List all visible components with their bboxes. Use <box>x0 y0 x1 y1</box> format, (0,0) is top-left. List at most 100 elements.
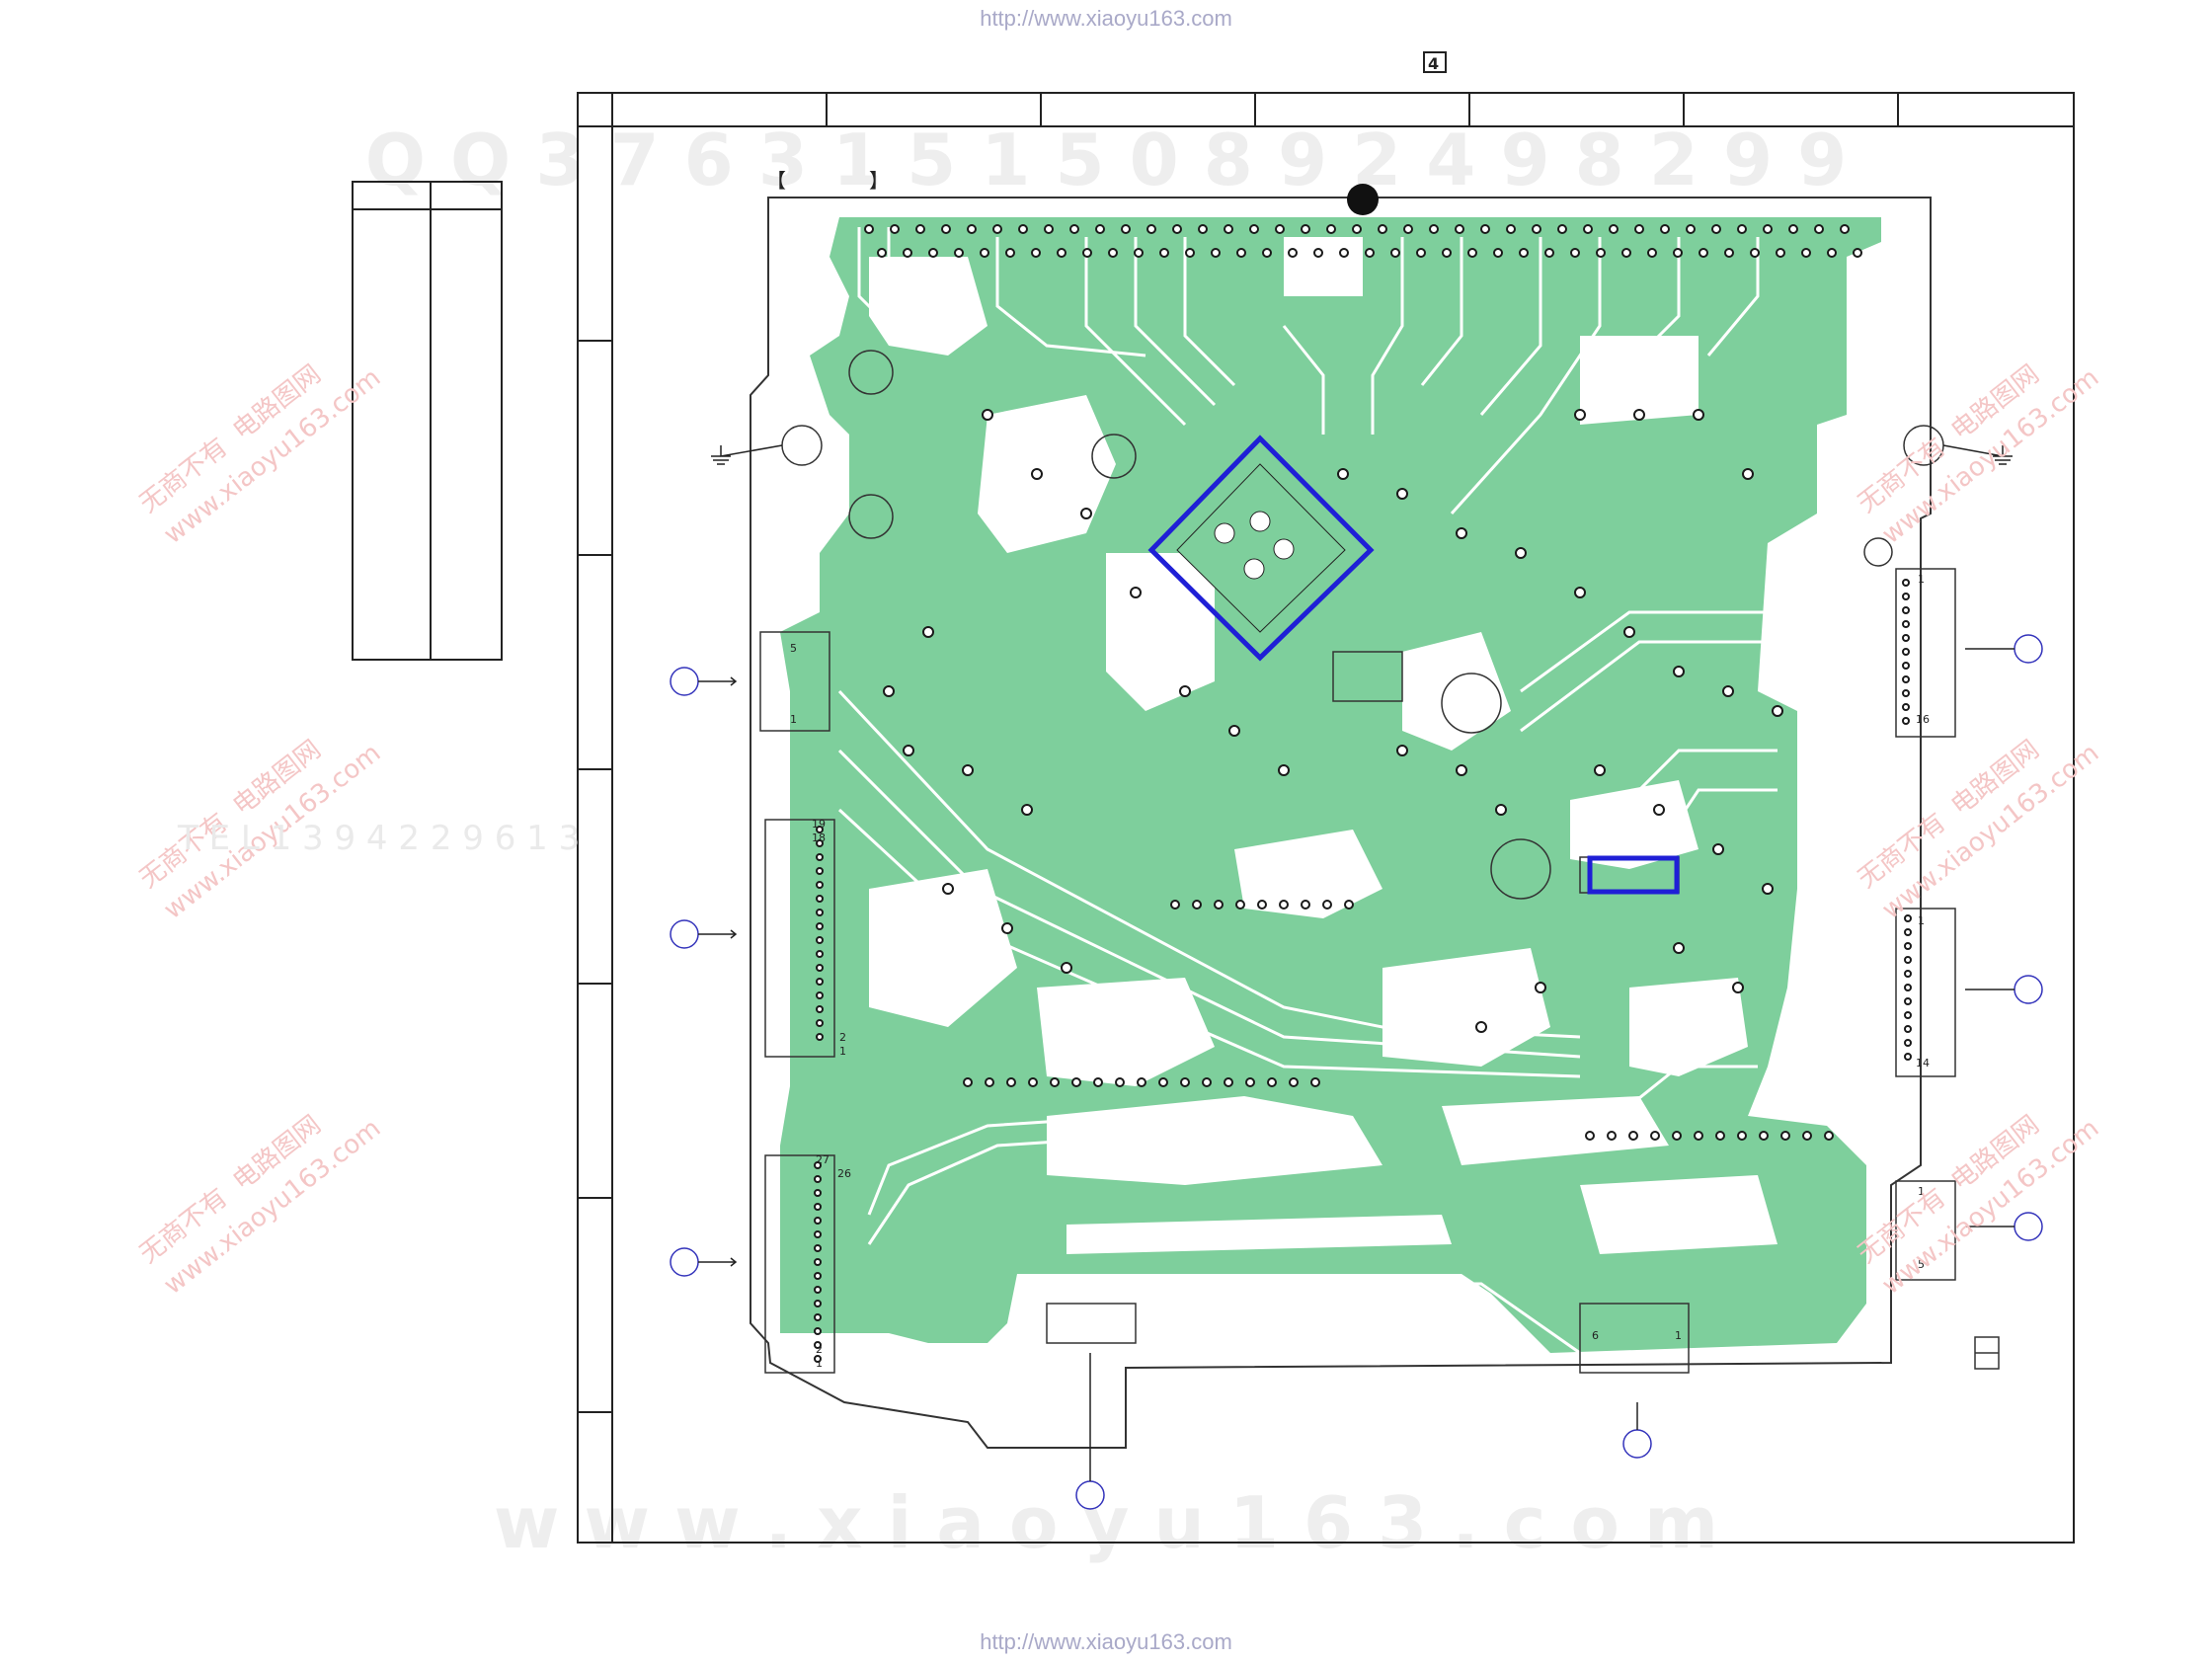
pad <box>1159 248 1169 258</box>
pad <box>1772 705 1783 717</box>
pad <box>1904 942 1912 950</box>
pad <box>1628 1131 1638 1141</box>
pad <box>814 1272 822 1280</box>
url-bottom-text[interactable]: http://www.xiaoyu163.com <box>980 1629 1232 1654</box>
bracket-open: 【 <box>766 169 786 193</box>
pad <box>1198 224 1208 234</box>
pad <box>877 248 887 258</box>
pad <box>1607 1131 1617 1141</box>
pin-label-lm-c: 2 <box>839 1031 846 1044</box>
pad <box>1609 224 1619 234</box>
pad <box>1506 224 1516 234</box>
pad <box>1180 1077 1190 1087</box>
pad <box>1130 587 1142 598</box>
pad <box>1050 1077 1060 1087</box>
pad <box>1574 409 1586 421</box>
pad <box>1802 1131 1812 1141</box>
pad <box>814 1244 822 1252</box>
pad <box>1267 1077 1277 1087</box>
pad <box>1289 1077 1299 1087</box>
pad <box>1673 666 1685 677</box>
pad <box>1780 1131 1790 1141</box>
pad <box>1544 248 1554 258</box>
bracket-close: 】 <box>869 169 889 193</box>
pad <box>1352 224 1362 234</box>
pad <box>1840 224 1850 234</box>
pad <box>1904 914 1912 922</box>
fiducial-dot <box>1347 184 1379 215</box>
pad <box>1904 997 1912 1005</box>
pad <box>1378 224 1387 234</box>
pad <box>814 1258 822 1266</box>
pad <box>1904 956 1912 964</box>
pad <box>816 826 824 833</box>
pad <box>1093 1077 1103 1087</box>
pad <box>1673 942 1685 954</box>
pad <box>1902 593 1910 600</box>
pad <box>1515 547 1527 559</box>
ground-symbols <box>711 444 2013 465</box>
pad <box>942 883 954 895</box>
pad <box>1442 248 1452 258</box>
pin-label-rm-a: 1 <box>1918 914 1925 927</box>
pad <box>816 950 824 958</box>
drawing-frame <box>577 92 2075 1544</box>
pad <box>1904 928 1912 936</box>
pad <box>1495 804 1507 816</box>
pad <box>1902 703 1910 711</box>
pad <box>1005 248 1015 258</box>
pad <box>814 1175 822 1183</box>
pad <box>1853 248 1862 258</box>
pad <box>1570 248 1580 258</box>
pad <box>1337 468 1349 480</box>
url-top-text[interactable]: http://www.xiaoyu163.com <box>980 6 1232 31</box>
pad <box>1712 843 1724 855</box>
pad <box>1179 685 1191 697</box>
pad <box>1185 248 1195 258</box>
pad <box>1583 224 1593 234</box>
pad <box>1698 248 1708 258</box>
pad <box>814 1300 822 1307</box>
trace-gaps <box>837 227 1778 1355</box>
pad <box>814 1230 822 1238</box>
pad <box>1224 224 1233 234</box>
pad <box>1633 409 1645 421</box>
pad <box>1467 248 1477 258</box>
pad <box>1557 224 1567 234</box>
pad <box>941 224 951 234</box>
pad <box>814 1161 822 1169</box>
pad <box>864 224 874 234</box>
pad <box>816 867 824 875</box>
pad <box>928 248 938 258</box>
pad <box>1416 248 1426 258</box>
pad <box>816 922 824 930</box>
pad <box>1763 224 1773 234</box>
pad <box>1902 689 1910 697</box>
pad <box>814 1313 822 1321</box>
pad <box>1634 224 1644 234</box>
pad <box>816 978 824 986</box>
qfp-ic-highlight <box>1147 435 1375 662</box>
pad <box>1001 922 1013 934</box>
pad <box>1650 1131 1660 1141</box>
pad <box>1031 248 1041 258</box>
pad <box>814 1286 822 1294</box>
pad <box>985 1077 994 1087</box>
pad <box>1722 685 1734 697</box>
pad <box>1827 248 1837 258</box>
pad <box>1759 1131 1769 1141</box>
pin-label-rt-b: 16 <box>1916 713 1930 726</box>
pin-label-rb-b: 5 <box>1918 1258 1925 1271</box>
pad <box>1519 248 1529 258</box>
legend-table <box>352 181 503 661</box>
pin-label-rb-a: 1 <box>1918 1185 1925 1198</box>
pad <box>816 964 824 972</box>
pad <box>1245 1077 1255 1087</box>
pad <box>1224 1077 1233 1087</box>
pad <box>1146 224 1156 234</box>
pad <box>1170 900 1180 910</box>
pad <box>1137 1077 1146 1087</box>
pad <box>1596 248 1606 258</box>
pad <box>1904 970 1912 978</box>
pad <box>1904 1011 1912 1019</box>
